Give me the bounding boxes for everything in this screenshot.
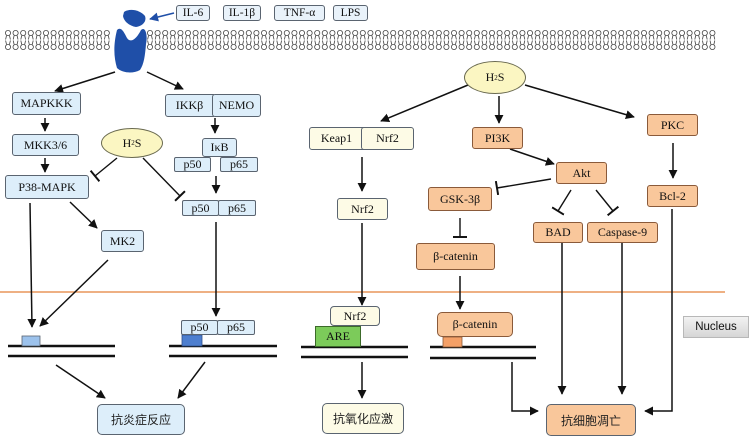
cell-membrane [5, 29, 716, 51]
node-pi3k: PI3K [472, 127, 523, 149]
output-anti-apoptosis: 抗细胞凋亡 [546, 404, 636, 436]
node-ikb: IκB [202, 138, 237, 157]
node-p50-cyto: p50 [174, 157, 211, 172]
node-bcatenin-cyto: β-catenin [416, 243, 495, 270]
node-bcl2: Bcl-2 [647, 185, 698, 207]
node-are: ARE [315, 326, 361, 347]
ligand-il6: IL-6 [176, 5, 210, 21]
promoter-site-mapk [21, 335, 41, 347]
nucleus-label: Nucleus [683, 316, 749, 338]
node-mk2: MK2 [101, 230, 144, 252]
node-keap1: Keap1 [309, 127, 364, 150]
receptor-icon [114, 9, 147, 73]
node-nrf2-free: Nrf2 [337, 198, 388, 220]
promoter-site-nfkb [181, 334, 203, 347]
node-nemo: NEMO [212, 94, 261, 117]
node-p38-mapk: P38-MAPK [5, 175, 89, 199]
node-pkc: PKC [647, 114, 698, 136]
node-p50-nuclear: p50 [181, 320, 218, 335]
ligand-binding-arrow [149, 12, 175, 22]
ligand-il1b: IL-1β [223, 5, 261, 21]
node-p65-nuclear: p65 [217, 320, 255, 335]
node-bcatenin-nuclear: β-catenin [437, 312, 513, 337]
promoter-site-bcatenin [442, 336, 463, 348]
node-p65-cyto: p65 [220, 157, 258, 172]
node-mkk3-6: MKK3/6 [12, 134, 79, 156]
output-anti-inflammation: 抗炎症反应 [97, 404, 185, 435]
output-antioxidant-stress: 抗氧化应激 [322, 403, 404, 434]
ligand-lps: LPS [333, 5, 368, 21]
node-caspase9: Caspase-9 [587, 222, 658, 243]
node-p65-active: p65 [218, 200, 256, 216]
node-p50-active: p50 [182, 200, 219, 216]
node-bad: BAD [533, 222, 583, 243]
node-mapkkk: MAPKKK [12, 92, 81, 115]
node-akt: Akt [556, 162, 607, 184]
node-gsk3b: GSK-3β [428, 187, 492, 211]
node-nrf2-complex: Nrf2 [361, 127, 414, 150]
ligand-tnfa: TNF-α [274, 5, 325, 21]
node-ikkb: IKKβ [165, 94, 214, 117]
node-nrf2-nuclear: Nrf2 [330, 306, 380, 326]
